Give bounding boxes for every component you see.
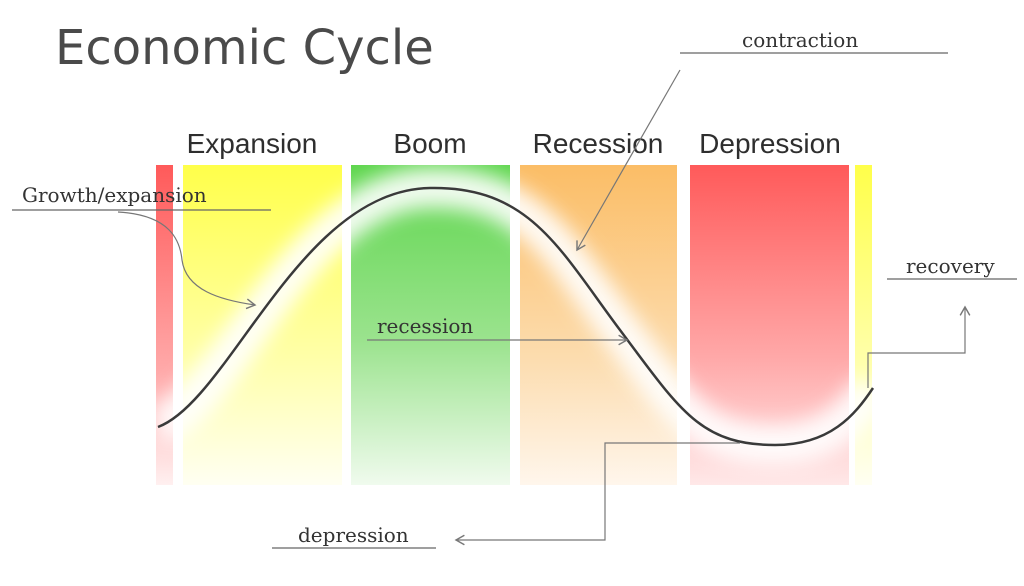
- depression-arrow: [454, 442, 740, 546]
- annotation-contraction: contraction: [742, 28, 858, 52]
- phase-label-boom: Boom: [393, 128, 466, 159]
- phase-label-recession: Recession: [533, 128, 664, 159]
- annotation-recession: recession: [377, 314, 473, 338]
- phase-label-expansion: Expansion: [187, 128, 318, 159]
- annotation-growth-expansion: Growth/expansion: [22, 183, 207, 207]
- band-recovery-right: [855, 165, 872, 485]
- recovery-arrow: [867, 305, 971, 388]
- growth-arrow: [117, 211, 257, 310]
- contraction-arrow: [576, 69, 681, 252]
- page-title: Economic Cycle: [55, 20, 434, 76]
- economic-cycle-curve: [157, 186, 875, 447]
- phase-label-depression: Depression: [699, 128, 841, 159]
- annotation-recovery: recovery: [906, 254, 995, 278]
- annotation-depression: depression: [298, 523, 409, 547]
